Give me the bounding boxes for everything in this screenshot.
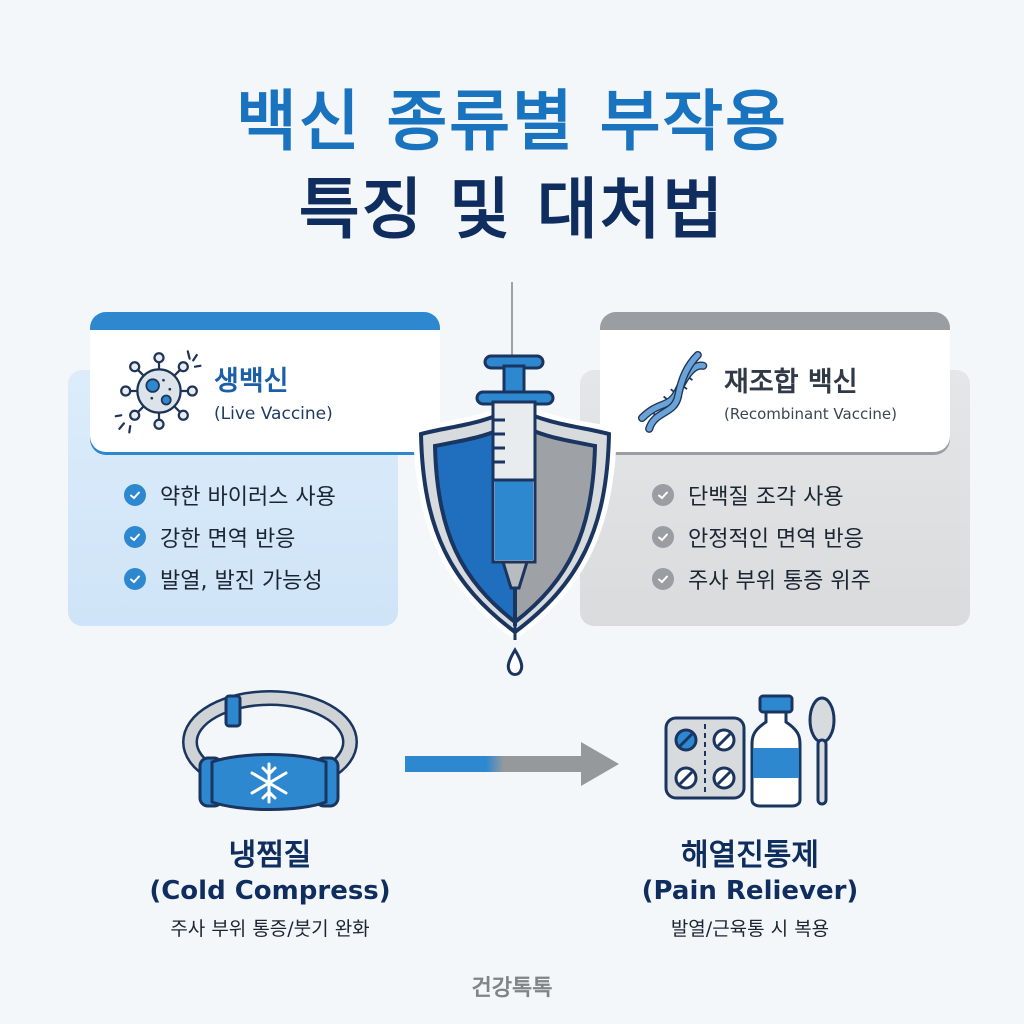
title-line-1: 백신 종류별 부작용 bbox=[236, 83, 788, 160]
center-divider bbox=[511, 282, 513, 362]
check-icon bbox=[124, 568, 146, 590]
pain-reliever-title: 해열진통제 bbox=[681, 838, 819, 873]
dna-icon bbox=[637, 350, 708, 433]
check-icon bbox=[652, 568, 674, 590]
cold-compress-desc: 주사 부위 통증/붓기 완화 bbox=[170, 918, 370, 940]
live-vaccine-bullets: 약한 바이러스 사용 강한 면역 반응 발열, 발진 가능성 bbox=[124, 474, 336, 600]
recombinant-vaccine-title: 재조합 백신 bbox=[724, 366, 858, 398]
list-item: 주사 부위 통증 위주 bbox=[652, 558, 871, 600]
check-icon bbox=[652, 526, 674, 548]
list-item: 안정적인 면역 반응 bbox=[652, 516, 871, 558]
page-title: 백신 종류별 부작용 특징 및 대처법 bbox=[0, 78, 1024, 254]
virus-icon bbox=[114, 350, 202, 434]
syringe-shield-icon bbox=[413, 354, 617, 676]
recombinant-vaccine-subtitle: (Recombinant Vaccine) bbox=[724, 404, 897, 423]
cold-compress-title: 냉찜질 bbox=[228, 838, 312, 873]
list-item: 발열, 발진 가능성 bbox=[124, 558, 336, 600]
list-item: 단백질 조각 사용 bbox=[652, 474, 871, 516]
footer-brand: 건강톡톡 bbox=[471, 976, 553, 1001]
pain-reliever-section: 해열진통제 (Pain Reliever) 발열/근육통 시 복용 bbox=[600, 690, 900, 941]
recombinant-vaccine-bullets: 단백질 조각 사용 안정적인 면역 반응 주사 부위 통증 위주 bbox=[652, 474, 871, 600]
medicine-icon bbox=[664, 694, 836, 808]
cold-compress-section: 냉찜질 (Cold Compress) 주사 부위 통증/붓기 완화 bbox=[120, 690, 420, 941]
check-icon bbox=[652, 484, 674, 506]
title-line-2: 특징 및 대처법 bbox=[298, 171, 726, 248]
live-vaccine-title: 생백신 bbox=[214, 365, 289, 397]
live-vaccine-subtitle: (Live Vaccine) bbox=[214, 403, 333, 424]
recombinant-vaccine-header: 재조합 백신 (Recombinant Vaccine) bbox=[600, 312, 950, 452]
pain-reliever-desc: 발열/근육통 시 복용 bbox=[670, 918, 830, 940]
check-icon bbox=[124, 526, 146, 548]
pain-reliever-subtitle: (Pain Reliever) bbox=[641, 876, 859, 906]
cold-compress-subtitle: (Cold Compress) bbox=[149, 876, 391, 906]
live-vaccine-header: 생백신 (Live Vaccine) bbox=[90, 312, 440, 452]
check-icon bbox=[124, 484, 146, 506]
list-item: 약한 바이러스 사용 bbox=[124, 474, 336, 516]
arrow-right-icon bbox=[405, 742, 619, 786]
ice-pack-icon bbox=[182, 690, 358, 811]
list-item: 강한 면역 반응 bbox=[124, 516, 336, 558]
